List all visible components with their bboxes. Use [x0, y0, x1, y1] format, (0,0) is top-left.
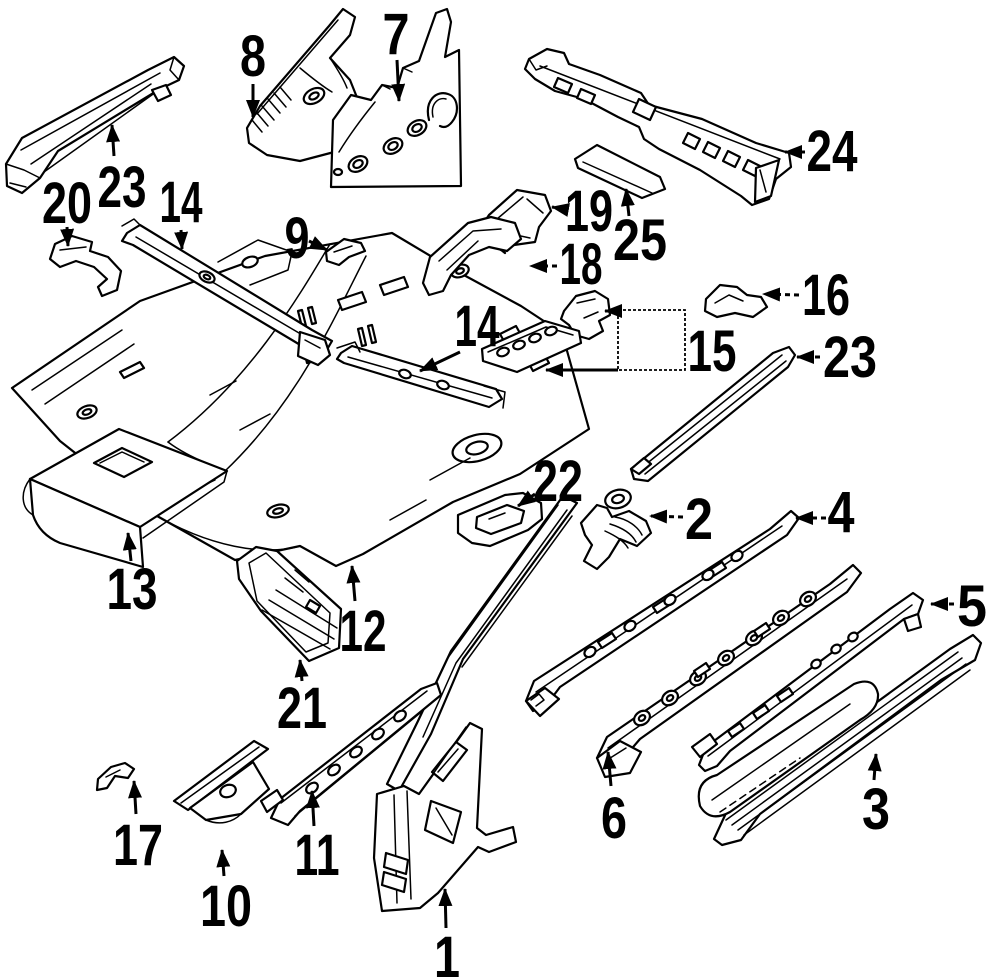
leader-arrow [551, 203, 570, 217]
leader-arrow [106, 124, 121, 157]
part-14-crossmember-front[interactable] [120, 218, 334, 367]
callout-label-22[interactable]: 22 [533, 449, 583, 514]
callout-label-7[interactable]: 7 [383, 2, 410, 67]
callout-3[interactable]: 3 [862, 753, 890, 842]
part-17-clip[interactable] [95, 761, 136, 792]
part-23-sill-rail-left[interactable] [4, 55, 186, 195]
callout-10[interactable]: 10 [200, 849, 252, 939]
callout-label-5[interactable]: 5 [957, 574, 987, 639]
callout-label-9[interactable]: 9 [285, 206, 310, 271]
callout-14[interactable]: 14 [160, 170, 203, 250]
part-22-plate[interactable] [456, 491, 544, 548]
leader-arrow [128, 780, 143, 815]
callout-13[interactable]: 13 [107, 532, 158, 622]
callout-label-16[interactable]: 16 [802, 263, 850, 328]
part-13-insulator[interactable] [22, 427, 229, 569]
callout-label-23[interactable]: 23 [823, 325, 877, 390]
leader-arrow [294, 659, 309, 682]
part-5-sill-outer-reinf[interactable] [690, 591, 925, 773]
callout-label-13[interactable]: 13 [107, 557, 158, 622]
callout-label-8[interactable]: 8 [240, 24, 266, 89]
part-6-sill-reinforcement[interactable] [595, 563, 863, 779]
callout-7[interactable]: 7 [383, 2, 410, 102]
callout-17[interactable]: 17 [113, 780, 163, 878]
callout-label-10[interactable]: 10 [200, 874, 252, 939]
callout-label-3[interactable]: 3 [862, 777, 890, 842]
callout-21[interactable]: 21 [277, 659, 327, 741]
part-20-bracket[interactable] [48, 234, 123, 298]
callout-23[interactable]: 23 [796, 325, 877, 390]
callout-label-21[interactable]: 21 [277, 676, 327, 741]
callout-15[interactable]: 15 [545, 304, 737, 384]
leader-arrow [602, 751, 617, 787]
part-14-crossmember-rear[interactable] [335, 341, 506, 409]
leader-arrow [346, 565, 361, 602]
part-4-sill-inner[interactable] [524, 509, 801, 718]
callout-label-23[interactable]: 23 [98, 155, 147, 220]
callout-24[interactable]: 24 [784, 119, 858, 184]
leader-arrow [391, 59, 406, 102]
part-24-rear-rail[interactable] [523, 47, 793, 207]
leader-arrow [867, 753, 882, 781]
callout-label-18[interactable]: 18 [560, 232, 603, 297]
part-25-strip[interactable] [573, 143, 667, 200]
callout-label-4[interactable]: 4 [828, 480, 855, 545]
callout-label-19[interactable]: 19 [565, 179, 613, 244]
leader-arrow [174, 229, 189, 250]
callout-label-24[interactable]: 24 [807, 119, 858, 184]
callout-25[interactable]: 25 [613, 188, 667, 273]
part-2-bracket[interactable] [579, 487, 653, 571]
part-23-sill-rail-right[interactable] [629, 345, 797, 483]
callout-label-11[interactable]: 11 [295, 823, 340, 888]
callout-1[interactable]: 1 [434, 888, 460, 979]
leader-arrow [60, 226, 75, 247]
callout-23[interactable]: 23 [98, 124, 147, 220]
callout-18[interactable]: 18 [529, 232, 603, 297]
leader-arrow [216, 849, 231, 877]
leader-arrow [517, 490, 536, 508]
leader-arrow [419, 350, 461, 373]
part-16-bracket[interactable] [703, 283, 769, 319]
callout-11[interactable]: 11 [295, 790, 340, 888]
part-18-bracket[interactable] [421, 215, 523, 297]
callout-label-17[interactable]: 17 [113, 813, 163, 878]
callout-5[interactable]: 5 [930, 574, 987, 639]
part-10-torque-box[interactable] [172, 739, 271, 824]
leader-arrow [438, 888, 453, 929]
part-3-sill-outer-panel[interactable] [697, 633, 983, 847]
callout-label-14[interactable]: 14 [160, 170, 203, 235]
leader-arrow [308, 236, 328, 252]
callout-14[interactable]: 14 [419, 294, 500, 373]
part-15-bracket[interactable] [559, 289, 612, 341]
callout-label-12[interactable]: 12 [340, 599, 387, 664]
part-21-panel[interactable] [235, 545, 343, 663]
callout-9[interactable]: 9 [285, 206, 328, 271]
callout-label-15[interactable]: 15 [688, 319, 737, 384]
callout-2[interactable]: 2 [649, 487, 713, 552]
part-9-clip[interactable] [324, 237, 367, 267]
callout-label-1[interactable]: 1 [434, 925, 460, 979]
callout-16[interactable]: 16 [762, 263, 850, 328]
part-1-hinge-pillar[interactable] [372, 494, 579, 913]
leader-arrow [649, 509, 684, 524]
leader-arrow [620, 188, 635, 217]
callout-label-20[interactable]: 20 [42, 171, 92, 236]
callout-6[interactable]: 6 [601, 751, 627, 851]
callout-20[interactable]: 20 [42, 171, 92, 247]
leader-box [617, 309, 686, 371]
callout-12[interactable]: 12 [340, 565, 387, 664]
callout-label-14[interactable]: 14 [455, 294, 500, 359]
part-15-plate[interactable] [480, 319, 583, 374]
leader-arrow [305, 790, 320, 827]
callout-4[interactable]: 4 [795, 480, 855, 545]
callout-label-2[interactable]: 2 [685, 487, 713, 552]
callout-label-25[interactable]: 25 [613, 208, 667, 273]
callout-19[interactable]: 19 [551, 179, 613, 244]
callout-8[interactable]: 8 [240, 24, 266, 118]
leader-arrow [762, 287, 800, 302]
callout-22[interactable]: 22 [517, 449, 583, 514]
leader-arrow [122, 532, 137, 562]
callout-label-6[interactable]: 6 [601, 786, 627, 851]
